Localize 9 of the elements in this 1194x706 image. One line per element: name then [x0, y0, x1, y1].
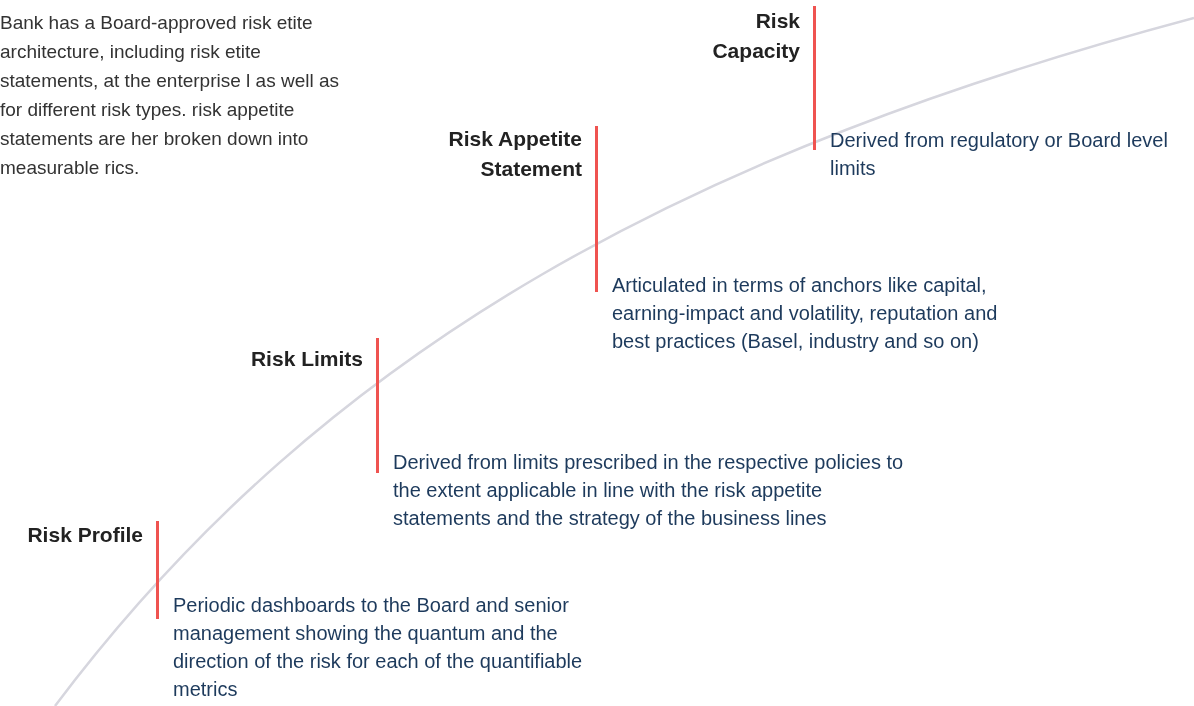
stage-description: Articulated in terms of anchors like capital, earning-impact and volatility, reputation and best practices (Basel, industry and so on) [612, 273, 999, 354]
stage-description: Derived from limits prescribed in the respective policies to the extent applicable in line with the risk appetite statements and the strategy of the business lines [393, 450, 905, 531]
stage-description: Derived from regulatory or Board level limits [830, 128, 1169, 181]
intro-paragraph: Bank has a Board-approved risk etite architecture, including risk etite statements, at the enterprise l as well as for different risk types. risk appetite statements are her broken down into measurable rics. [0, 11, 340, 180]
stage-heading: Risk Profile [26, 522, 143, 548]
stage-description: Periodic dashboards to the Board and senior management showing the quantum and the direction of the risk for each of the quantifiable metrics [173, 593, 583, 702]
stage-heading: Risk Limits [249, 346, 363, 372]
stage-heading: Risk Capacity [711, 8, 800, 64]
stage-heading: Risk Appetite Statement [447, 126, 582, 182]
